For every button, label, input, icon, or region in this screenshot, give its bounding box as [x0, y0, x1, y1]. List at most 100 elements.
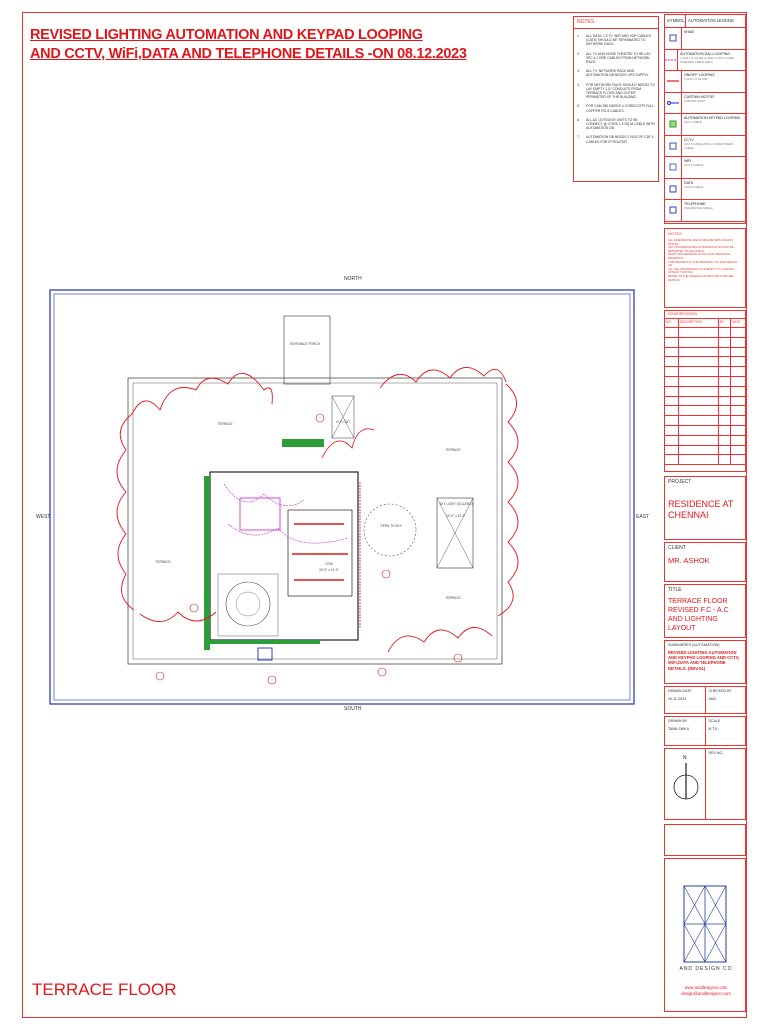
logo-block [664, 858, 746, 1012]
general-note-line: ALL THE INFORMATION IS SUBJECT TO CHANGE… [668, 266, 734, 275]
client-label: CLIENT [668, 545, 686, 551]
drawn-date: 20-11-2023 [668, 697, 687, 701]
keypad-icon [665, 114, 682, 135]
drawing-title: TERRACE FLOOR REVISED F.C - A.C AND LIGH… [668, 598, 729, 632]
title-label: TITLE [668, 587, 682, 593]
drawn-by-label: DRAWN BY [668, 719, 688, 723]
general-note-line: REFER TO THE GENERAL NOTES FOR FURTHER D… [668, 273, 734, 282]
legend-item-detail: (CAT 6 CABLE) [684, 184, 704, 189]
company-name: AND DESIGN CO [679, 966, 733, 972]
revision-title: ISSUE/REVISION [665, 311, 745, 319]
summary-label: SUMMARIES (AUTOMATION) [668, 643, 720, 647]
legend-item-title: DATA [684, 180, 694, 185]
revision-col-description: DESCRIPTION [679, 319, 719, 327]
checked-by-label: CHECKED BY [708, 689, 732, 693]
legend-text: DATA(CAT 6 CABLE) [682, 179, 705, 200]
legend-item-detail: 1 NOS 1.5 SQ.MM (LOAD) 1 NOS 2 CORE SHIE… [680, 55, 734, 64]
note-item: 4. FOR NETWORK RACK SHOULD NEEDS TO LAY E… [574, 83, 658, 100]
revision-col-by: BY [719, 319, 731, 327]
company-contact: www.anddesignco.com design@anddesignco.c… [668, 985, 744, 997]
note-number: 2. [577, 51, 580, 56]
note-number: 4. [577, 82, 580, 87]
revision-row [665, 435, 745, 446]
curtain-motor-icon [665, 92, 682, 113]
revision-row [665, 337, 745, 348]
north-letter: N [683, 755, 687, 761]
general-note-line: ANY DISCREPANCIES IN DRAWINGS SHOULD BE … [668, 245, 734, 253]
note-text: AUTOMATION DB NEEDS 2 NOS OF CAT 6 CABLE… [586, 135, 654, 144]
drawing-heading: REVISED LIGHTING AUTOMATION AND KEYPAD L… [30, 26, 467, 64]
note-number: 1. [577, 34, 580, 38]
note-text: ALL AC OUTDOOR UNITS TO BE CONNECT @ COR… [586, 117, 655, 131]
legend-row: CCTV(CAT 6 CABLE WITH 2 CORE POWER CABLE… [665, 135, 745, 157]
legend-item-detail: 1 NOS 1.5 SQ.MM [684, 77, 708, 82]
legend-text: CCTV(CAT 6 CABLE WITH 2 CORE POWER CABLE… [682, 136, 745, 157]
revision-row [665, 445, 745, 456]
legend-text: SHAB [682, 28, 696, 49]
note-number: 7. [577, 135, 580, 140]
revision-row [665, 367, 745, 377]
onoff-line-icon [665, 71, 682, 92]
legend-item-title: WiFi [684, 159, 692, 163]
dali-line-icon [665, 49, 678, 70]
legend-item-detail: (CAT 6 CABLE) [684, 163, 704, 168]
general-notes-title: NOTES [668, 231, 682, 236]
legend-item-title: CCTV [683, 137, 694, 142]
legend-row: TELEPHONE(TELEPHONE CABLE) [665, 200, 745, 222]
terrace-label-ne: TERRACE [445, 448, 461, 452]
legend-text: TELEPHONE(TELEPHONE CABLE) [682, 200, 715, 221]
revision-table: ISSUE/REVISION NO. DESCRIPTION BY DATE [664, 310, 746, 472]
telephone-icon [665, 200, 682, 221]
heading-line-1: REVISED LIGHTING AUTOMATION AND KEYPAD L… [30, 27, 423, 43]
legend-item-title: AUTOMATION KEYPAD LOOPING [684, 116, 741, 120]
legend-item-detail: CURTAIN POINT [684, 98, 706, 103]
legend-item-title: AUTOMATION DALI LOOPING [680, 51, 730, 56]
legend-row: DATA(CAT 6 CABLE) [665, 178, 745, 200]
shab-icon [665, 28, 682, 49]
note-item: 3.ALL TV, NETWORK RACK AND AUTOMATION DB… [574, 69, 658, 77]
terrace-label-se: TERRACE [445, 596, 461, 600]
revision-row [665, 376, 745, 387]
project-label: PROJECT [668, 479, 692, 485]
legend-row: SHAB [665, 28, 745, 50]
north-rev-row: N REV NO. [664, 748, 746, 820]
note-text: FOR CAM 360 NEEDS 4 CORE/CCPR FULL COPPE… [586, 104, 655, 113]
general-notes-lines: ALL DIMENSIONS ARE IN MILLIMETERS UNLESS… [668, 238, 742, 282]
revision-col-date: DATE [732, 320, 741, 324]
note-text: ALL DATA, CCTV, WiFi AND VDP CABLES (CAT… [586, 34, 651, 47]
notes-panel: NOTES 1.ALL DATA, CCTV, WiFi AND VDP CAB… [573, 16, 659, 182]
open-to-sky-label: OPEN TO SKY [380, 524, 402, 528]
note-text: FOR NETWORK RACK SHOULD NEEDS TO LAY EMP… [586, 82, 656, 100]
revision-row [665, 386, 745, 397]
legend-row: WiFi(CAT 6 CABLE) [665, 157, 745, 179]
heading-line-2: AND CCTV, WiFi,DATA AND TELEPHONE DETAIL… [30, 46, 467, 62]
wifi-icon [665, 157, 682, 178]
scale-value: N.T.S. [708, 727, 719, 731]
legend-item-detail: CAT 6 CABLE [684, 120, 702, 125]
notes-list: 1. ALL DATA, CCTV, WiFi AND VDP CABLES (C… [574, 34, 658, 144]
legend-item-title: TELEPHONE [684, 202, 706, 206]
scale-label: SCALE [708, 719, 721, 723]
general-note-line: ALL DIMENSIONS ARE IN MILLIMETERS UNLESS… [668, 238, 733, 246]
plan-north-label: NORTH [344, 276, 362, 282]
legend-item-title: SHAB [684, 30, 694, 34]
skylight-dimension: 10'-0" x 10'-0" [446, 514, 466, 518]
note-number: 5. [577, 104, 580, 109]
note-item: 1. ALL DATA, CCTV, WiFi AND VDP CABLES (C… [574, 34, 658, 47]
revision-row [665, 347, 745, 358]
gym-label: GYM [325, 562, 333, 566]
drawn-by: TAMILSHIKA [668, 727, 690, 731]
note-item: 6.ALL AC OUTDOOR UNITS TO BE CONNECT @ C… [574, 118, 658, 131]
cutout-label: CUT OUT [335, 420, 351, 424]
note-text: ALL TV, NETWORK RACK AND AUTOMATION DB N… [586, 69, 650, 78]
client-block: CLIENT MR. ASHOK [664, 542, 746, 582]
company-website: www.anddesignco.com [684, 985, 728, 990]
rev-no-label: REV NO. [708, 751, 724, 755]
blank-block-1 [664, 824, 746, 856]
